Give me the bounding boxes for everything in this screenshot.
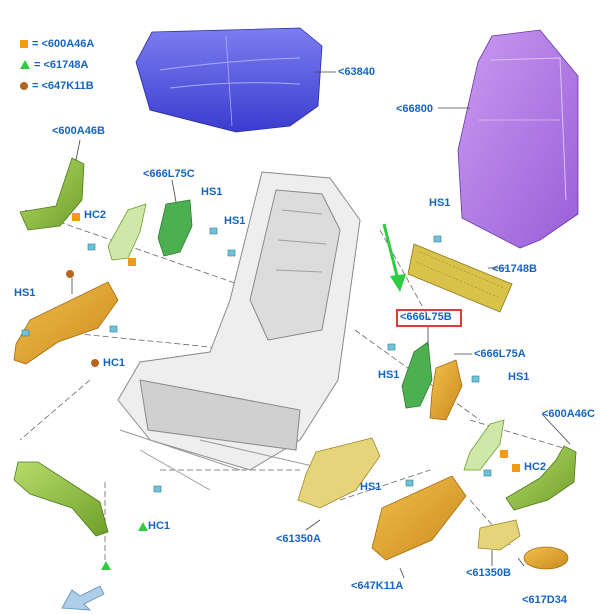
marker-dot-1 — [66, 270, 74, 278]
label-hs1-d: HS1 — [378, 369, 400, 381]
marker-square-2 — [72, 213, 80, 221]
green-arrow-pointer — [382, 223, 406, 292]
label-panel-right: <647K11A — [351, 580, 404, 592]
dot-marker-icon — [20, 82, 28, 90]
legend-item-dot: =<647K11B — [20, 80, 94, 93]
legend-code: <61748A — [43, 59, 89, 71]
label-panel-center: <61350A — [276, 533, 321, 545]
marker-square-3 — [500, 450, 508, 458]
front-direction-arrow — [61, 585, 105, 611]
marker-square-4 — [512, 464, 520, 472]
label-cushion: <63840 — [338, 66, 376, 78]
label-hs1-f: HS1 — [360, 481, 382, 493]
label-hs1-right-top: HS1 — [429, 197, 451, 209]
bracket-61350b — [477, 519, 521, 551]
panel-61350a — [297, 437, 381, 509]
label-hc2-left: HC2 — [84, 209, 107, 221]
mat-61748b — [407, 243, 513, 313]
label-hs1-b: HS1 — [224, 215, 246, 227]
triangle-marker-icon — [20, 60, 30, 69]
legend-code: <647K11B — [41, 80, 94, 92]
label-shield-a: <666L75A — [474, 348, 526, 360]
shield-666l75a — [429, 359, 463, 421]
marker-dot-2 — [91, 359, 99, 367]
label-shield-highlight: <666L75B — [400, 311, 452, 323]
seat-frame — [117, 171, 361, 491]
shield-666l75b — [401, 341, 433, 409]
seat-cushion — [135, 27, 323, 133]
trim-left-orange — [13, 281, 119, 365]
label-shield-center: <666L75C — [143, 168, 195, 180]
marker-triangle-1 — [138, 522, 148, 531]
trim-left-upper — [19, 157, 85, 231]
panel-647k11a — [371, 475, 467, 561]
trim-left-lower — [13, 461, 109, 537]
label-hs1-e: HS1 — [508, 371, 530, 383]
label-backrest: <66800 — [396, 103, 434, 115]
label-hc1-left: HC1 — [103, 357, 126, 369]
shield-666l75c — [157, 199, 193, 257]
label-hs1-a: HS1 — [201, 186, 223, 198]
highlight-box — [396, 309, 462, 327]
label-trim-left-top: <600A46B — [52, 125, 105, 137]
bracket-right-light — [463, 419, 505, 471]
bracket-light-green — [107, 203, 147, 261]
trim-right-600a46c — [505, 445, 577, 511]
marker-square-1 — [128, 258, 136, 266]
label-hc2-right: HC2 — [524, 461, 547, 473]
marker-triangle-2 — [101, 561, 111, 570]
square-marker-icon — [20, 40, 28, 48]
label-hs1-c: HS1 — [14, 287, 36, 299]
label-cap: <617D34 — [522, 594, 567, 606]
legend-item-square: =<600A46A — [20, 38, 94, 51]
fasteners — [21, 227, 492, 493]
cap-617d34 — [523, 546, 569, 570]
leader-lines — [71, 71, 571, 579]
legend-item-triangle: =<61748A — [20, 59, 88, 72]
label-mat: <61748B — [492, 263, 537, 275]
label-trim-right: <600A46C — [542, 408, 595, 420]
legend-code: <600A46A — [41, 38, 95, 50]
label-hc1-bottom: HC1 — [148, 520, 171, 532]
seat-backrest — [457, 29, 579, 249]
label-bracket-small: <61350B — [466, 567, 511, 579]
